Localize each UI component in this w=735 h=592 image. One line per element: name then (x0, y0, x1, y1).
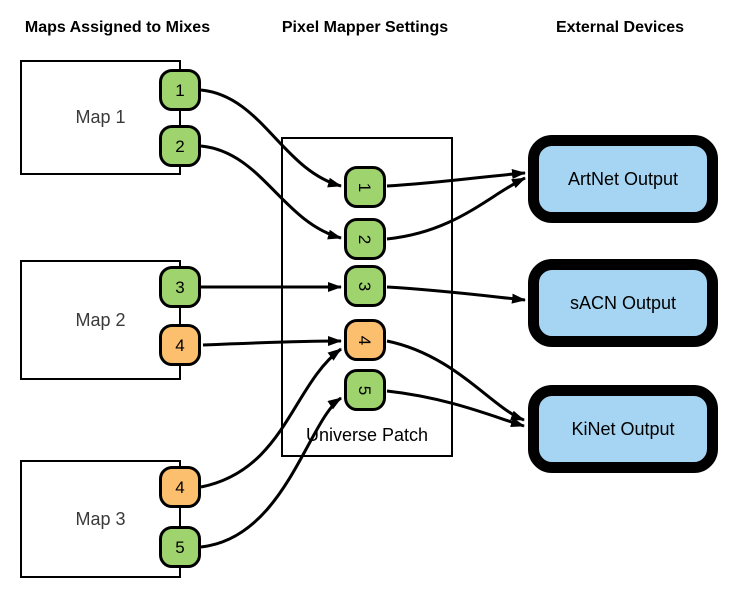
connection-map2p4-patch4 (202, 336, 342, 347)
patch-port-5: 5 (344, 369, 386, 411)
map3-label: Map 3 (75, 508, 126, 529)
column-title-external-devices: External Devices (555, 19, 685, 36)
connection-map3p4-patch4 (200, 347, 342, 489)
device-kinet-output: KiNet Output (528, 385, 718, 473)
patch-port-2-number: 2 (355, 234, 375, 244)
map1-port-2-number: 2 (175, 136, 185, 156)
universe-patch-label: Universe Patch (305, 425, 429, 445)
column-title-maps: Maps Assigned to Mixes (24, 19, 211, 36)
patch-port-1: 1 (344, 166, 386, 208)
map2-port-3: 3 (159, 266, 201, 308)
connection-map1p2-patch2 (200, 144, 342, 240)
map1-label: Map 1 (75, 107, 126, 127)
connection-patch5-kinet (386, 389, 525, 428)
device-kinet-label: KiNet Output (571, 418, 675, 439)
patch-port-1-number: 1 (355, 182, 375, 192)
map3-port-4-number: 4 (175, 477, 185, 497)
connection-map1p1-patch1 (200, 88, 342, 188)
patch-port-4: 4 (344, 319, 386, 361)
patch-port-5-number: 5 (355, 385, 375, 395)
patch-port-4-number: 4 (355, 335, 375, 345)
map2-port-4-number: 4 (175, 335, 185, 355)
map3-port-5: 5 (159, 526, 201, 568)
connection-patch3-sacn (386, 285, 526, 304)
map2-port-3-number: 3 (175, 277, 185, 297)
connection-patch4-kinet (386, 339, 525, 422)
map1-port-2: 2 (159, 125, 201, 167)
connection-patch1-artnet (386, 169, 526, 188)
patch-port-2: 2 (344, 218, 386, 260)
map2-box: Map 2 (20, 260, 181, 380)
map3-box: Map 3 (20, 460, 181, 578)
connection-map3p5-patch5 (200, 396, 342, 549)
patch-port-3: 3 (344, 265, 386, 307)
map3-port-4: 4 (159, 466, 201, 508)
patch-port-3-number: 3 (355, 281, 375, 291)
device-sacn-output: sACN Output (528, 259, 718, 347)
map3-port-5-number: 5 (175, 537, 185, 557)
column-title-pixel-mapper: Pixel Mapper Settings (281, 19, 449, 36)
map1-port-1-number: 1 (175, 80, 185, 100)
map1-box: Map 1 (20, 60, 181, 175)
device-artnet-label: ArtNet Output (567, 168, 679, 189)
map1-port-1: 1 (159, 69, 201, 111)
connection-patch2-artnet (386, 176, 526, 241)
map2-label: Map 2 (75, 309, 126, 330)
map2-port-4: 4 (159, 324, 201, 366)
device-artnet-output: ArtNet Output (528, 135, 718, 223)
device-sacn-label: sACN Output (569, 292, 677, 313)
